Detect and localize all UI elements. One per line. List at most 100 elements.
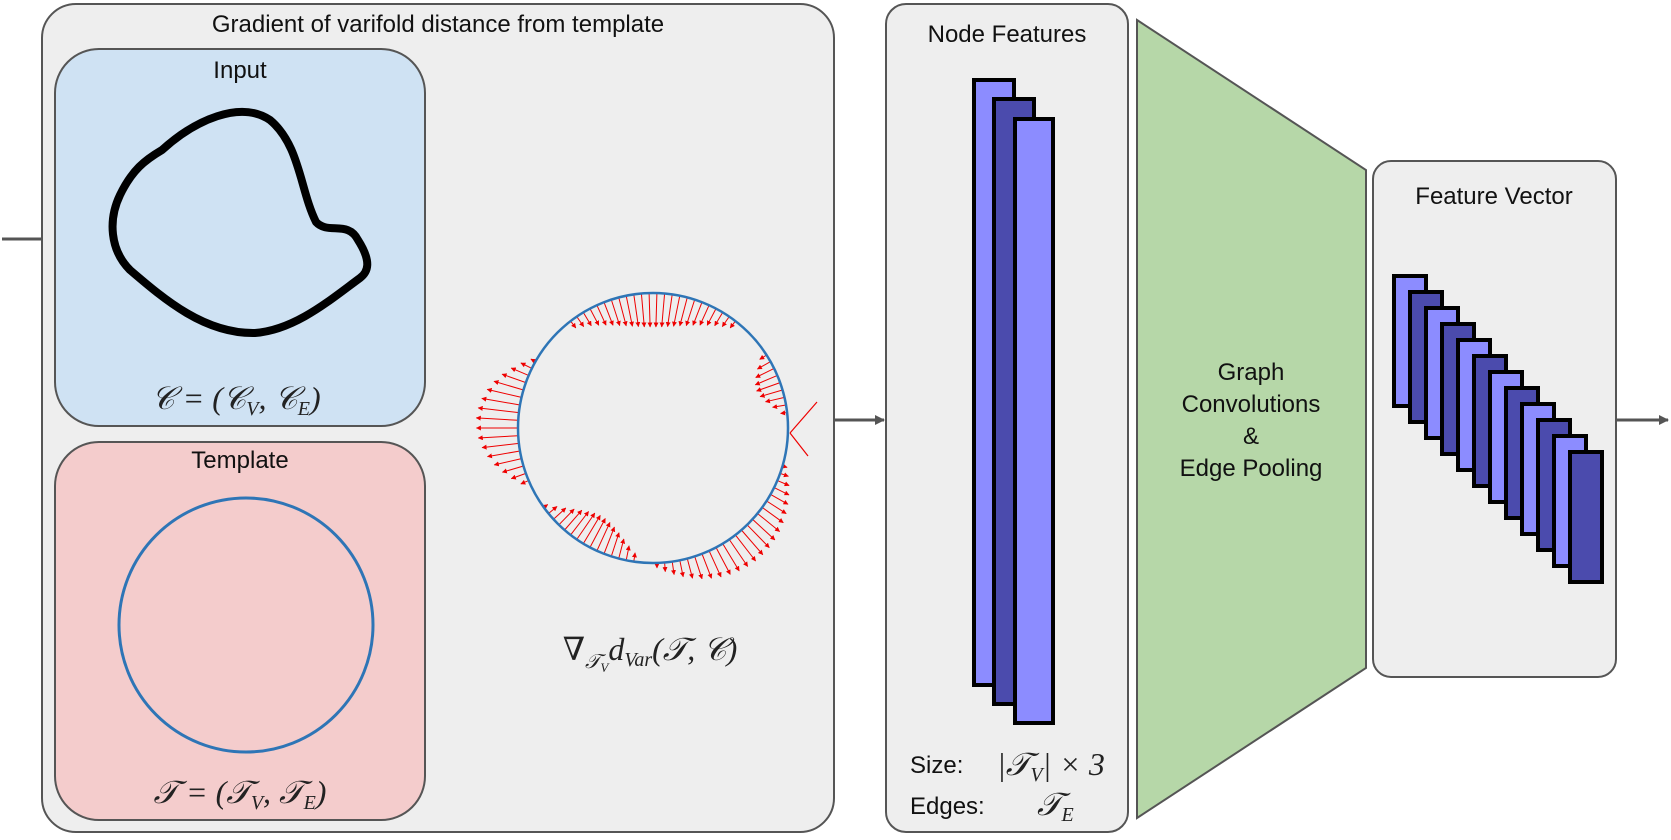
gradient-vector: [699, 304, 710, 326]
gradient-vector: [757, 513, 780, 532]
gradient-vector: [721, 316, 730, 328]
gradient-vector: [659, 293, 666, 328]
gradient-vector: [765, 396, 785, 404]
gradient-vector: [773, 487, 790, 496]
template-circle: [117, 496, 375, 754]
gradient-panel-title: Gradient of varifold distance from templ…: [212, 11, 664, 38]
gradient-vector: [755, 367, 775, 378]
gradient-vector: [493, 380, 524, 391]
template-title: Template: [191, 447, 288, 474]
template-box: [54, 441, 426, 821]
graph-label-line2: Convolutions: [1182, 391, 1321, 418]
gradient-vector: [789, 432, 809, 457]
gradient-vector: [548, 506, 558, 514]
template-formula: 𝒯 = (𝒯V, 𝒯E): [154, 774, 327, 814]
gradient-vector: [756, 382, 781, 392]
gradient-vector: [729, 320, 736, 329]
gradient-vector: [694, 556, 703, 580]
gradient-vector: [708, 550, 722, 578]
gradient-vector: [647, 293, 653, 328]
edges-label: Edges:: [910, 793, 985, 820]
gradient-vector: [582, 312, 592, 327]
gradient-vector: [665, 294, 673, 328]
gradient-vector: [475, 415, 519, 421]
gradient-vector: [576, 512, 596, 540]
gradient-vector: [728, 539, 749, 567]
gradient-vector: [603, 526, 616, 554]
gradient-vector: [501, 373, 527, 384]
gradient-vector: [582, 514, 601, 544]
node-features-title: Node Features: [928, 21, 1087, 48]
gradient-vector: [685, 299, 696, 327]
gradient-vector: [759, 354, 767, 360]
gradient-vector: [610, 299, 621, 327]
gradient-vector: [766, 500, 787, 515]
graph-label-line1: Graph: [1218, 359, 1285, 386]
gradient-vector: [772, 404, 787, 410]
gradient-vector: [625, 295, 634, 327]
gradient-vector: [672, 295, 681, 327]
gradient-vector: [746, 524, 770, 548]
gradient-vector: [576, 316, 585, 328]
gradient-vector: [486, 387, 522, 398]
gradient-vector: [761, 506, 784, 524]
gradient-vector: [625, 545, 631, 561]
gradient-vector: [779, 472, 789, 478]
gradient-vector: [701, 553, 713, 579]
gradient-vector: [610, 532, 620, 557]
gradient-vector: [618, 538, 626, 559]
input-curve: [108, 108, 372, 338]
graph-label-line4: Edge Pooling: [1180, 455, 1323, 482]
gradient-vector: [603, 302, 614, 326]
gradient-vector: [770, 493, 789, 505]
gradient-vector: [510, 367, 529, 376]
gradient-vector: [493, 458, 522, 467]
gradient-vector: [481, 442, 519, 450]
gradient-vector: [596, 304, 607, 326]
size-value: |𝒯V| × 3: [997, 746, 1105, 786]
input-formula: 𝒞 = (𝒞V, 𝒞E): [151, 380, 320, 420]
feature-vector-bars: [1392, 274, 1604, 584]
gradient-vector: [564, 509, 583, 531]
size-label: Size:: [910, 752, 963, 779]
gradient-vector: [756, 361, 771, 370]
gradient-vector: [706, 308, 717, 326]
gradient-vector: [553, 507, 567, 520]
feature-vector-bar: [1568, 450, 1604, 584]
gradient-vector: [477, 405, 519, 414]
gradient-vector: [759, 389, 783, 398]
gradient-vector: [686, 558, 694, 579]
gradient-vector: [692, 302, 703, 326]
input-title: Input: [213, 57, 267, 84]
gradient-circle: [516, 291, 790, 565]
gradient-vector: [735, 534, 756, 562]
gradient-vector: [520, 479, 529, 485]
gradient-vector: [670, 561, 676, 576]
gradient-vector: [777, 480, 790, 487]
input-box: [54, 48, 426, 427]
gradient-vector: [789, 401, 818, 434]
gradient-vector: [752, 518, 776, 541]
gradient-vector: [510, 472, 527, 480]
gradient-vector: [633, 294, 641, 328]
gradient-vector: [570, 511, 589, 536]
gradient-vector: [570, 320, 577, 329]
gradient-vector: [754, 374, 778, 386]
gradient-vector: [501, 465, 524, 474]
gradient-vector: [678, 297, 688, 327]
gradient-vector: [679, 560, 685, 578]
graph-label-line3: &: [1243, 423, 1259, 450]
gradient-vector: [714, 312, 724, 327]
gradient-formula: ∇𝒯VdVar(𝒯, 𝒞): [563, 631, 738, 675]
gradient-vector: [589, 308, 600, 326]
gradient-vector: [653, 293, 659, 328]
gradient-vector: [715, 547, 731, 575]
gradient-vector: [487, 450, 521, 459]
gradient-vector: [596, 521, 611, 552]
gradient-vector: [481, 396, 521, 406]
gradient-vector: [722, 543, 740, 572]
feature-vector-title: Feature Vector: [1415, 183, 1572, 210]
gradient-vector: [618, 297, 628, 327]
gradient-vector: [741, 529, 764, 556]
